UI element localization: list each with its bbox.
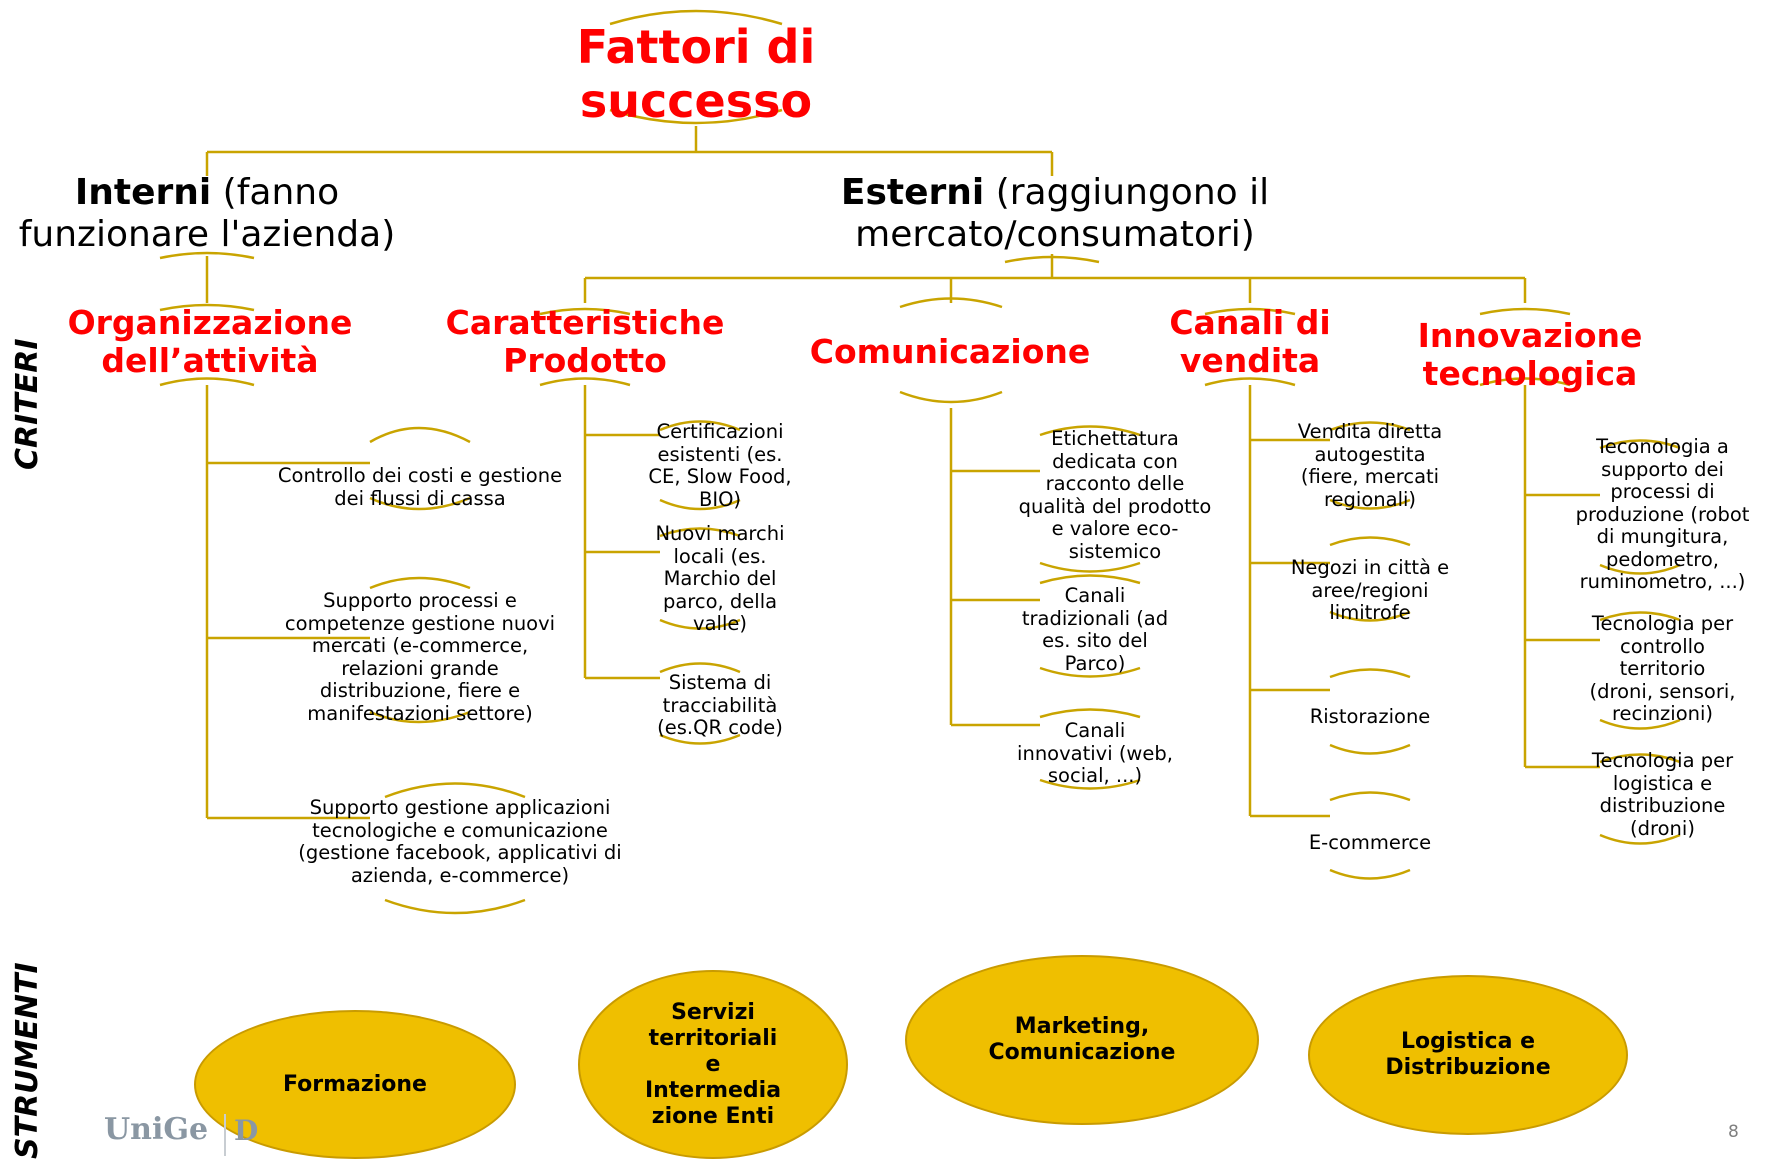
root-fattori-di-successo: Fattori di successo [576, 20, 816, 128]
side-label-criteri: CRITERI [10, 338, 45, 471]
node-arcs [159, 9, 1681, 915]
node-esterni: Esterni (raggiungono il mercato/consumat… [840, 172, 1270, 255]
logo-divider [224, 1114, 226, 1156]
tool-formazione: Formazione [194, 1010, 516, 1159]
tool-marketing-comunicazione: Marketing,Comunicazione [905, 955, 1259, 1125]
side-label-strumenti: STRUMENTI [10, 962, 45, 1159]
page-number: 8 [1728, 1122, 1739, 1142]
criterion-caratteristiche-prodotto: Caratteristiche Prodotto [445, 303, 725, 380]
unige-logo: UniGe [104, 1112, 209, 1147]
leaf-e-commerce: E-commerce [1308, 831, 1432, 854]
node-interni: Interni (fanno funzionare l'azienda) [18, 172, 396, 255]
logo-tail: D [234, 1114, 259, 1147]
criterion-canali-di-vendita: Canali di vendita [1169, 303, 1331, 380]
criterion-organizzazione: Organizzazione dell’attività [67, 303, 353, 380]
criterion-comunicazione: Comunicazione [809, 332, 1091, 371]
leaf-ristorazione: Ristorazione [1309, 705, 1431, 728]
criterion-innovazione-tecnologica: Innovazione tecnologica [1417, 316, 1643, 393]
